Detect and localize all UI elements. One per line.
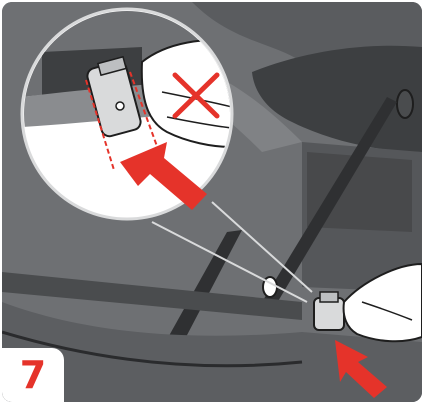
step-badge: 7	[2, 348, 64, 402]
step-number: 7	[20, 356, 46, 394]
side-knob	[397, 90, 413, 118]
connector-main	[314, 292, 344, 330]
